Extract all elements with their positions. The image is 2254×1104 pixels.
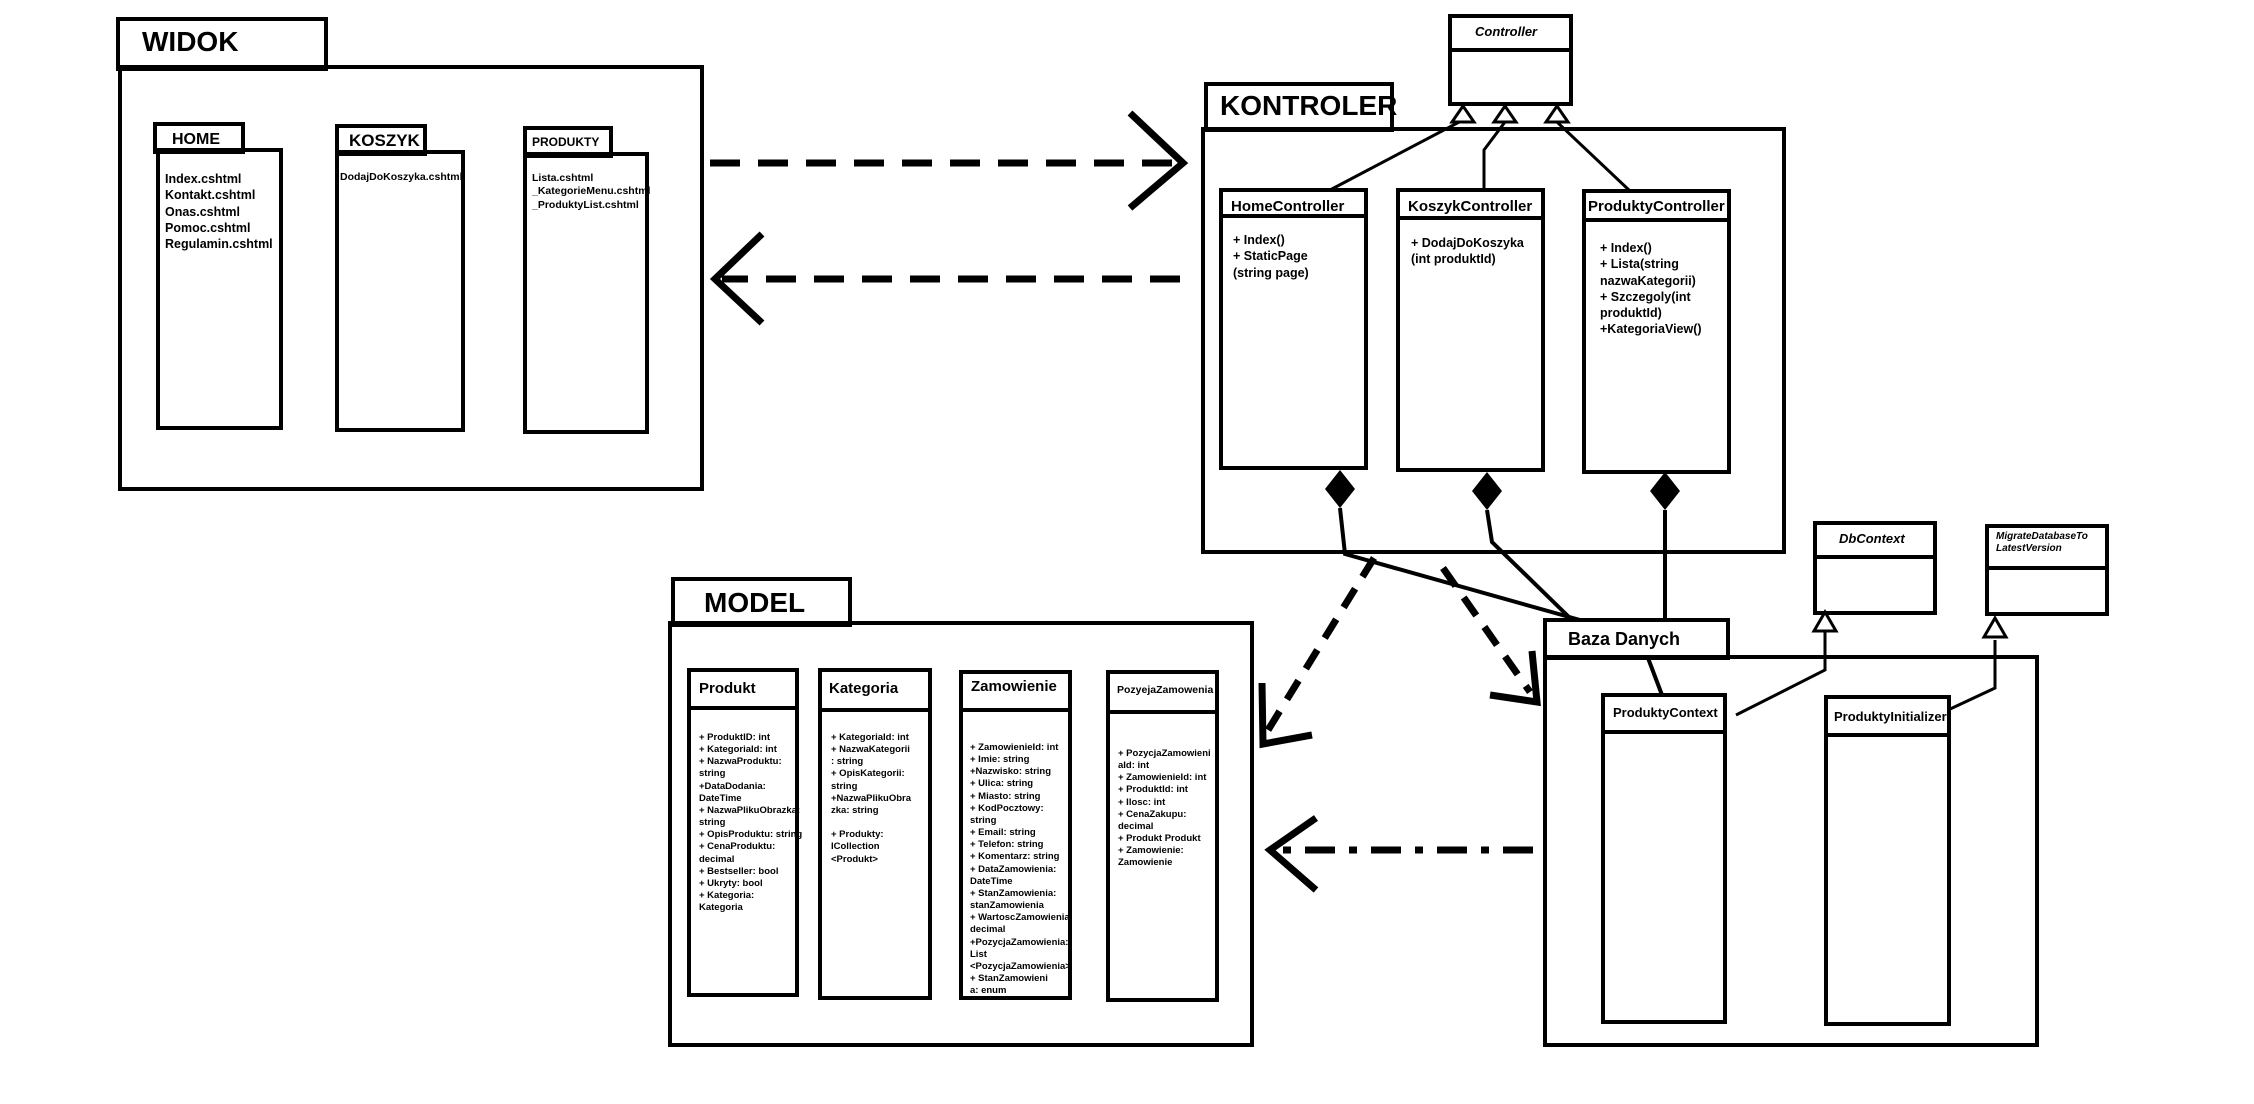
kategoria-members: + KategoriaId: int + NazwaKategorii : st… (831, 732, 911, 865)
model-title: MODEL (704, 587, 806, 618)
migrate-name: MigrateDatabaseTo LatestVersion (1996, 531, 2088, 554)
dependency-arrows (709, 110, 1541, 893)
kategoria-name: Kategoria (829, 680, 899, 697)
model-body (668, 621, 1254, 1047)
kategoria-class (818, 668, 932, 1000)
koszykcontroller-members: + DodajDoKoszyka (int produktId) (1411, 236, 1524, 267)
controller-class-name: Controller (1475, 24, 1538, 39)
koszyk-folder (335, 150, 465, 432)
dbcontext-name: DbContext (1839, 531, 1905, 546)
produktycontroller-name: ProduktyController (1588, 198, 1725, 215)
composition-lines (1338, 507, 1667, 696)
widok-body (118, 65, 704, 491)
inheritance-heads (1449, 103, 2009, 639)
produktycontroller-members: + Index() + Lista(string nazwaKategorii)… (1600, 241, 1702, 337)
home-folder (156, 148, 283, 430)
koszykcontroller-class (1396, 188, 1545, 472)
produkt-name: Produkt (699, 680, 756, 697)
produktycontext-class (1601, 693, 1727, 1024)
produktycontroller-class (1582, 189, 1731, 474)
koszyk-folder-title: KOSZYK (349, 131, 420, 150)
pozycja-name: PozyejaZamowenia (1117, 684, 1214, 696)
produktyinitializer-class (1824, 695, 1951, 1026)
produkt-class (687, 668, 799, 997)
baza-body (1543, 655, 2039, 1047)
controller-class (1448, 14, 1573, 106)
homecontroller-class (1219, 188, 1368, 470)
homecontroller-members: + Index() + StaticPage (string page) (1233, 233, 1309, 280)
produktycontext-name: ProduktyContext (1613, 705, 1718, 720)
composition-diamonds (1325, 470, 1680, 510)
kontroler-title: KONTROLER (1220, 90, 1398, 121)
zamowienie-members: + ZamowienieId: int + Imie: string +Nazw… (970, 742, 1073, 997)
dbcontext-class (1813, 521, 1937, 615)
produkty-folder-title: PRODUKTY (532, 135, 600, 149)
kontroler-body (1201, 127, 1786, 554)
koszykcontroller-name: KoszykController (1408, 198, 1533, 215)
homecontroller-name: HomeController (1231, 198, 1345, 215)
inheritance-lines (1329, 118, 1997, 717)
baza-title: Baza Danych (1568, 629, 1681, 649)
pozycja-class (1106, 670, 1219, 1002)
home-folder-title: HOME (172, 131, 220, 148)
produkt-members: + ProduktID: int + KategoriaId: int + Na… (699, 732, 803, 914)
widok-title: WIDOK (142, 26, 239, 57)
koszyk-files: DodajDoKoszyka.cshtml (340, 171, 463, 183)
home-files: Index.cshtml Kontakt.cshtml Onas.cshtml … (165, 172, 273, 251)
produktyinitializer-name: ProduktyInitializer (1834, 709, 1947, 724)
zamowienie-class (959, 670, 1072, 1000)
zamowienie-name: Zamowienie (971, 678, 1057, 695)
produkty-files: Lista.cshtml _KategorieMenu.cshtml _Prod… (532, 172, 651, 211)
pozycja-members: + PozycjaZamowieni aId: int + Zamowienie… (1118, 748, 1211, 869)
produkty-folder (523, 152, 649, 434)
